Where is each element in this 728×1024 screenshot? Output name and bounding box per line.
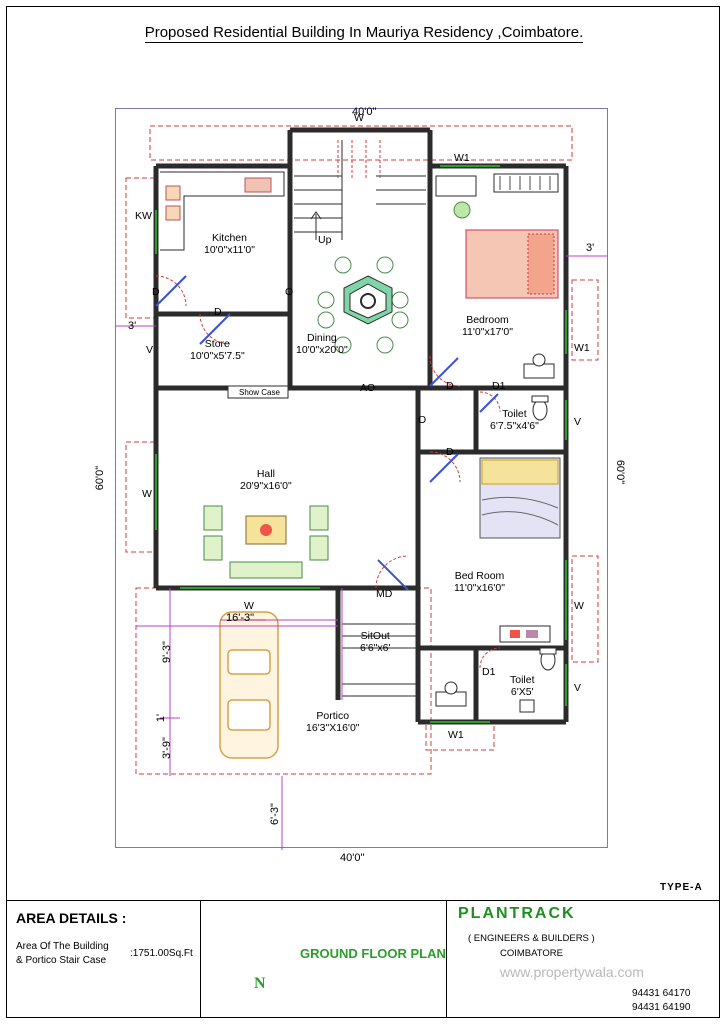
mark-v-toilet2: V	[574, 682, 582, 694]
mark-up: Up	[318, 234, 332, 246]
dimension-lines	[115, 255, 608, 850]
dim-sitout-front: 9'-3"	[161, 641, 173, 663]
mark-o-passage: O	[418, 414, 427, 426]
area-heading: AREA DETAILS :	[16, 910, 127, 926]
watermark: www.propertywala.com	[500, 964, 644, 980]
windows	[155, 165, 567, 723]
floor-plan-drawing	[115, 125, 608, 850]
dim-top: 40'0"	[352, 106, 377, 118]
door-leaves	[155, 275, 499, 591]
area-line-1: Area Of The Building	[16, 941, 109, 952]
dim-setback-left: 3'	[128, 320, 137, 332]
page-border	[6, 6, 720, 1018]
dim-bottom: 40'0"	[340, 852, 365, 864]
mark-ao: AO	[360, 382, 376, 394]
mark-kw: KW	[135, 210, 152, 222]
mark-d1-toilet1: D1	[492, 380, 506, 392]
dim-right: 60'0"	[614, 459, 626, 485]
mark-w-top: W	[354, 112, 364, 124]
stair-dashes	[337, 140, 381, 180]
mark-d-store: D	[214, 306, 222, 318]
dim-portico-width: 16'-3"	[226, 612, 255, 624]
mark-w-hall: W	[142, 488, 152, 500]
mark-d-bedroom1: D	[446, 380, 454, 392]
toilet-fixtures	[519, 395, 557, 713]
staircase	[294, 140, 426, 697]
kitchen-counter	[160, 171, 285, 251]
company-name: PLANTRACK	[458, 905, 576, 922]
dim-bottom-gap: 6'-3"	[269, 803, 281, 825]
mark-d1-toilet2: D1	[482, 666, 496, 678]
mark-d-kitchen: D	[152, 286, 160, 298]
area-line-2: & Portico Stair Case	[16, 955, 107, 966]
dim-portico-left: 3'-9"	[161, 737, 173, 759]
title-block-divider-1	[200, 900, 201, 1018]
phone-1: 94431 64170	[632, 988, 691, 999]
mark-md: MD	[376, 588, 393, 600]
mark-w1-bottom: W1	[448, 729, 464, 741]
plan-frame	[115, 108, 608, 848]
mark-w-bedroom2: W	[574, 600, 584, 612]
mark-d-bedroom2: D	[446, 446, 454, 458]
type-tag: TYPE-A	[660, 882, 703, 893]
dim-portico-gap: 1'	[155, 713, 167, 723]
mark-w1-bedroom1: W1	[574, 342, 590, 354]
mark-o-dining: O	[285, 286, 294, 298]
title-block-divider-2	[446, 900, 447, 1018]
area-value: :1751.00Sq.Ft	[130, 948, 193, 959]
plan-name: GROUND FLOOR PLAN	[300, 946, 446, 961]
show-case-box	[227, 385, 289, 399]
drawing-title: Proposed Residential Building In Mauriya…	[144, 24, 584, 43]
phone-2: 94431 64190	[632, 1002, 691, 1013]
mark-v-store: V	[146, 344, 154, 356]
hall-furniture	[203, 505, 329, 579]
mark-v-toilet1: V	[574, 416, 582, 428]
dim-left: 60'0"	[94, 465, 106, 491]
mark-w1-top: W1	[454, 152, 470, 164]
car-outline	[219, 611, 279, 759]
bed-2	[435, 457, 561, 707]
dining-table	[317, 256, 409, 354]
title-block	[6, 900, 720, 1019]
dim-setback-right: 3'	[586, 242, 595, 254]
bed-1	[435, 173, 559, 379]
north-label: N	[254, 975, 266, 992]
mark-w-hall-front: W	[244, 600, 254, 612]
company-subtitle: ( ENGINEERS & BUILDERS )	[468, 933, 595, 944]
mark-show-case: Show Case	[239, 388, 280, 397]
company-city: COIMBATORE	[500, 948, 563, 959]
